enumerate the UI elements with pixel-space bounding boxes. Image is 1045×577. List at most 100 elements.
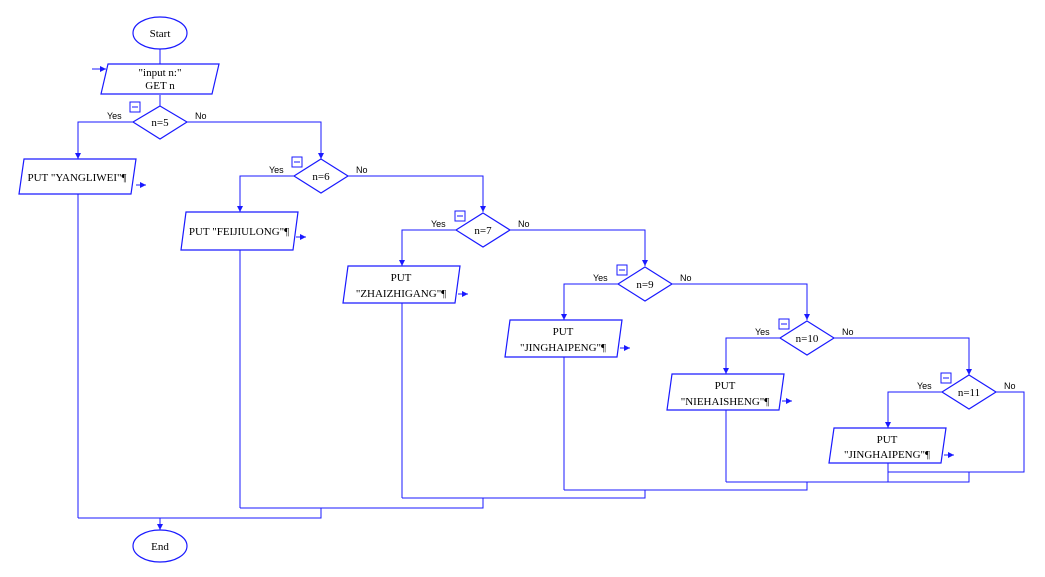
arrowhead xyxy=(237,206,243,212)
output-text: PUT "YANGLIWEI"¶ xyxy=(28,172,127,184)
arrowhead xyxy=(786,398,792,404)
output-parallelogram xyxy=(180,211,299,251)
output-zhaizhigang[interactable]: PUT "ZHAIZHIGANG"¶ xyxy=(342,265,461,304)
decision-n9[interactable]: n=9 Yes No xyxy=(593,264,692,302)
yes-label: Yes xyxy=(917,381,932,391)
yes-label: Yes xyxy=(593,273,608,283)
arrowhead xyxy=(399,260,405,266)
yes-label: Yes xyxy=(269,165,284,175)
output-line2: "JINGHAIPENG"¶ xyxy=(520,342,606,354)
arrowhead xyxy=(100,66,106,72)
no-label: No xyxy=(356,165,368,175)
arrowhead xyxy=(966,369,972,375)
decision-n5[interactable]: n=5 Yes No xyxy=(107,101,207,140)
collapse-icon[interactable] xyxy=(291,156,303,168)
no-label: No xyxy=(842,327,854,337)
output-parallelogram xyxy=(342,265,461,304)
output-parallelogram xyxy=(504,319,623,358)
start-label: Start xyxy=(150,28,171,40)
arrowhead xyxy=(804,314,810,320)
collapse-icon[interactable] xyxy=(454,210,466,222)
decision-diamond xyxy=(778,320,836,356)
connector-d3-no xyxy=(510,229,646,266)
input-parallelogram xyxy=(100,63,220,95)
arrowhead xyxy=(642,260,648,266)
connector-d5-yes xyxy=(725,337,780,374)
arrowhead xyxy=(157,524,163,530)
decision-n11[interactable]: n=11 Yes No xyxy=(917,372,1016,410)
decision-diamond xyxy=(292,158,350,194)
decision-diamond xyxy=(131,105,189,140)
connector-d6-no xyxy=(888,391,1025,473)
arrowhead xyxy=(723,368,729,374)
arrowhead xyxy=(300,234,306,240)
output-jinghaipeng-2[interactable]: PUT "JINGHAIPENG"¶ xyxy=(828,427,947,464)
decision-n6[interactable]: n=6 Yes No xyxy=(269,156,368,194)
merge-d4-bar xyxy=(564,482,808,491)
output-jinghaipeng-1[interactable]: PUT "JINGHAIPENG"¶ xyxy=(504,319,623,358)
output-yangliwei[interactable]: PUT "YANGLIWEI"¶ xyxy=(18,158,137,195)
connector-d5-no xyxy=(834,337,970,375)
arrowhead xyxy=(140,182,146,188)
arrowhead xyxy=(75,153,81,159)
output-niehaisheng[interactable]: PUT "NIEHAISHENG"¶ xyxy=(666,373,785,411)
output-line2: "ZHAIZHIGANG"¶ xyxy=(356,288,446,300)
yes-label: Yes xyxy=(431,219,446,229)
merge-d3-bar xyxy=(402,490,646,499)
start-node[interactable]: Start xyxy=(132,16,188,50)
yes-label: Yes xyxy=(755,327,770,337)
end-terminator xyxy=(132,529,188,563)
output-line1: PUT xyxy=(877,434,898,446)
decision-label: n=9 xyxy=(636,279,654,291)
arrowhead xyxy=(318,153,324,159)
no-label: No xyxy=(1004,381,1016,391)
decision-label: n=11 xyxy=(958,387,980,399)
arrowhead xyxy=(948,452,954,458)
output-parallelogram xyxy=(666,373,785,411)
output-line1: PUT xyxy=(553,326,574,338)
output-line1: PUT xyxy=(715,380,736,392)
no-label: No xyxy=(518,219,530,229)
arrowhead xyxy=(624,345,630,351)
output-text: PUT "FEIJIULONG"¶ xyxy=(189,226,289,238)
output-line1: PUT xyxy=(391,272,412,284)
decision-label: n=7 xyxy=(474,225,492,237)
decision-n7[interactable]: n=7 Yes No xyxy=(431,210,530,248)
merge-d2-bar xyxy=(240,498,484,509)
connector-d4-no xyxy=(672,283,808,320)
arrowhead xyxy=(885,422,891,428)
collapse-icon[interactable] xyxy=(940,372,952,384)
connector-d6-yes xyxy=(887,391,942,428)
input-node[interactable]: "input n:" GET n xyxy=(100,63,220,95)
collapse-icon[interactable] xyxy=(616,264,628,276)
yes-label: Yes xyxy=(107,111,122,121)
arrowhead xyxy=(561,314,567,320)
connector-d3-yes xyxy=(401,229,456,266)
connector-d4-yes xyxy=(563,283,618,320)
decision-diamond xyxy=(454,212,512,248)
output-line2: "NIEHAISHENG"¶ xyxy=(681,396,770,408)
decision-n10[interactable]: n=10 Yes No xyxy=(755,318,854,356)
no-label: No xyxy=(195,111,207,121)
output-parallelogram xyxy=(828,427,947,464)
arrowhead xyxy=(462,291,468,297)
input-line1: "input n:" xyxy=(139,67,182,79)
output-feijiulong[interactable]: PUT "FEIJIULONG"¶ xyxy=(180,211,299,251)
output-parallelogram xyxy=(18,158,137,195)
decision-label: n=6 xyxy=(312,171,330,183)
input-line2: GET n xyxy=(145,80,175,92)
decision-label: n=10 xyxy=(796,333,819,345)
collapse-icon[interactable] xyxy=(129,101,141,113)
end-node[interactable]: End xyxy=(132,529,188,563)
end-label: End xyxy=(151,541,169,553)
connector-d2-yes xyxy=(239,175,294,212)
no-label: No xyxy=(680,273,692,283)
collapse-icon[interactable] xyxy=(778,318,790,330)
connector-d2-no xyxy=(348,175,484,212)
decision-diamond xyxy=(616,266,674,302)
arrowhead xyxy=(480,206,486,212)
decision-label: n=5 xyxy=(151,117,169,129)
connectors xyxy=(75,49,1025,530)
